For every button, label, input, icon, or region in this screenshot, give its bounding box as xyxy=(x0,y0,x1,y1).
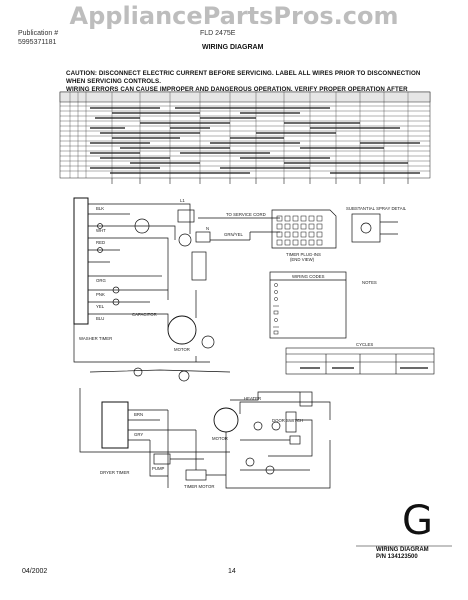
diagram-letter: G xyxy=(402,498,433,544)
wire-wht-label: WHT xyxy=(96,228,106,233)
part-number: P/N 134123500 xyxy=(376,554,418,560)
wire-blk-label: BLK xyxy=(96,206,105,211)
notes-label: NOTES xyxy=(362,280,377,285)
caution-line-1: CAUTION: DISCONNECT ELECTRIC CURRENT BEF… xyxy=(66,70,421,85)
timer-plug-ins xyxy=(271,209,337,249)
wire-pnk-label: PNK xyxy=(96,292,105,297)
washer-schematic xyxy=(73,197,280,363)
capacitor-label: CAPACITOR xyxy=(132,312,157,317)
timer-motor-label: TIMER MOTOR xyxy=(184,484,215,489)
ground-label: GRN/YEL xyxy=(224,232,243,237)
model-number: FLD 2475E xyxy=(200,30,236,37)
footer-date: 04/2002 xyxy=(22,568,48,575)
timer-plug-ins-sublabel: (END VIEW) xyxy=(290,257,315,262)
wire-yel-label: YEL xyxy=(96,304,105,309)
page-title: WIRING DIAGRAM xyxy=(202,44,264,51)
cycles-label: CYCLES xyxy=(356,342,374,347)
publication-number: 5995371181 xyxy=(18,39,57,46)
wiring-codes-label: WIRING CODES xyxy=(292,274,325,279)
motor-label: MOTOR xyxy=(174,347,190,352)
wire-blu-label: BLU xyxy=(96,316,105,321)
dryer-wire-gry-label: GRY xyxy=(134,432,144,437)
dryer-timer-label: DRYER TIMER xyxy=(100,470,130,475)
page-number: 14 xyxy=(228,568,236,575)
line-n-label: N xyxy=(206,226,210,231)
wire-org-label: ORG xyxy=(96,278,106,283)
line-l1-label: L1 xyxy=(180,198,185,203)
cycles-table xyxy=(285,347,435,375)
service-cord-label: TO SERVICE CORD xyxy=(226,212,266,217)
door-switch-label: DOOR SWITCH xyxy=(272,418,304,423)
publication-label: Publication # xyxy=(18,30,59,37)
wiring-diagram-label: WIRING DIAGRAM P/N 134123500 xyxy=(376,547,429,561)
timer-plug-ins-label: TIMER PLUG-INS xyxy=(286,252,321,257)
timer-sequence-chart xyxy=(59,91,431,184)
washer-timer-label: WASHER TIMER xyxy=(79,336,113,341)
dryer-schematic xyxy=(79,367,331,489)
pump-label: PUMP xyxy=(152,466,165,471)
spray-detail xyxy=(351,213,398,243)
wiring-diagram-title: WIRING DIAGRAM xyxy=(376,547,429,553)
wire-red-label: RED xyxy=(96,240,106,245)
dryer-motor-label: MOTOR xyxy=(212,436,228,441)
heater-label: HEATER xyxy=(244,396,262,401)
watermark: AppliancePartsPros.com xyxy=(69,2,399,30)
spray-detail-label: SUBSTANTIAL SPRAY DETAIL xyxy=(346,206,407,211)
wiring-codes-box xyxy=(269,271,347,339)
dryer-wire-brn-label: BRN xyxy=(134,412,144,417)
